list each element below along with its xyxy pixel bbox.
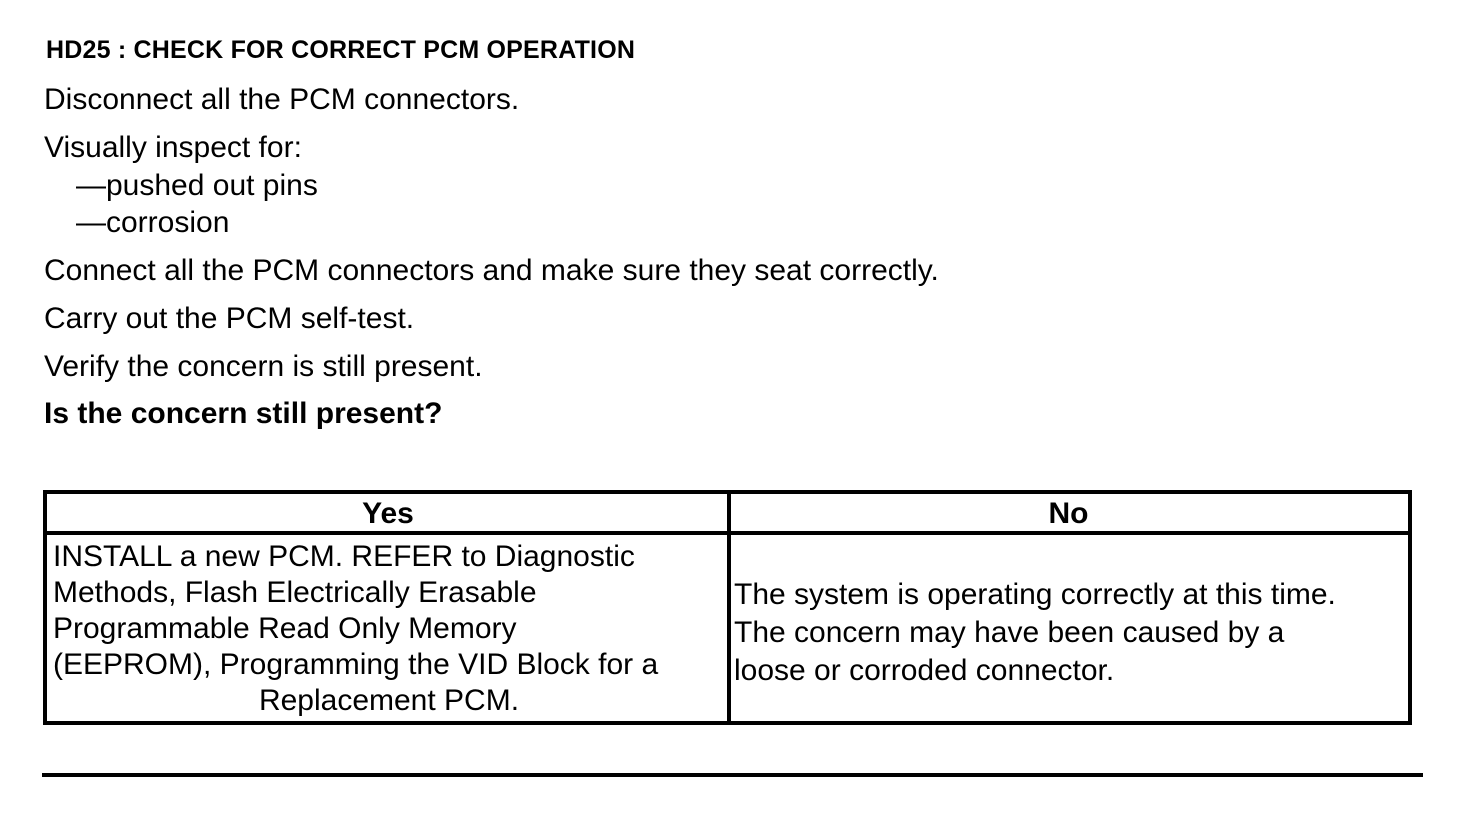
decision-question: Is the concern still present? [44,397,443,430]
procedure-heading: HD25 : CHECK FOR CORRECT PCM OPERATION [46,36,636,64]
step-selftest: Carry out the PCM self-test. [44,302,415,335]
inspect-item-corrosion: —corrosion [76,206,230,239]
step-connect: Connect all the PCM connectors and make … [44,254,939,287]
column-divider [727,494,731,721]
result-table: Yes No INSTALL a new PCM. REFER to Diagn… [43,490,1412,725]
step-inspect: Visually inspect for: [44,131,302,164]
yes-line: Methods, Flash Electrically Erasable [53,576,537,609]
no-line: loose or corroded connector. [734,654,1115,687]
yes-line: INSTALL a new PCM. REFER to Diagnostic [53,540,635,573]
no-action-cell: The system is operating correctly at thi… [734,576,1409,690]
no-line: The concern may have been caused by a [734,616,1285,649]
step-disconnect: Disconnect all the PCM connectors. [44,83,520,116]
header-no: No [729,494,1408,535]
yes-action-cell: INSTALL a new PCM. REFER to Diagnostic M… [53,539,725,719]
yes-line: (EEPROM), Programming the VID Block for … [53,648,659,681]
yes-line: Programmable Read Only Memory [53,612,517,645]
yes-line: Replacement PCM. [258,684,520,717]
inspect-item-pins: —pushed out pins [76,169,318,202]
no-line: The system is operating correctly at thi… [734,578,1336,611]
header-yes: Yes [47,494,729,535]
step-verify: Verify the concern is still present. [44,350,483,383]
footer-rule [42,773,1423,777]
